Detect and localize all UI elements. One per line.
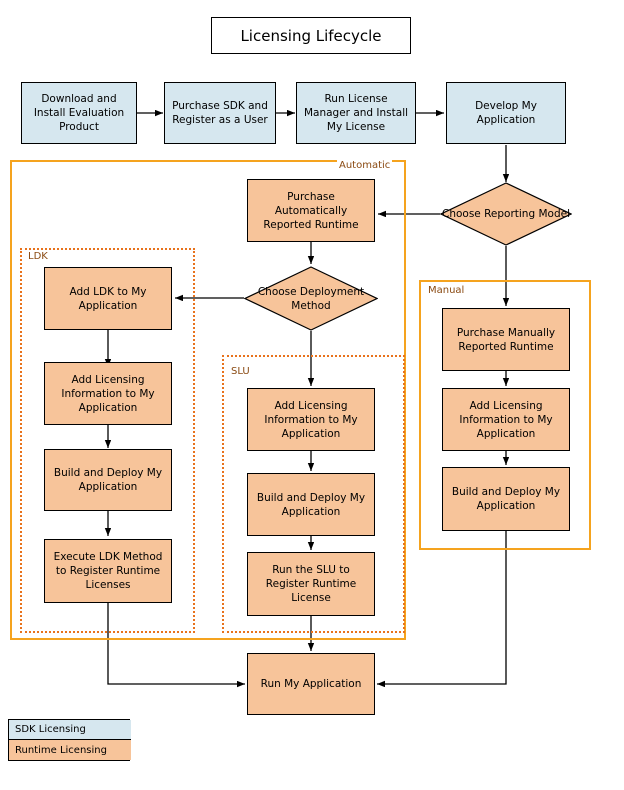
node-ldk-add-licensing-information[interactable]: Add Licensing Information to My Applicat…: [44, 362, 172, 425]
group-slu: [222, 355, 405, 633]
group-label-ldk: LDK: [26, 251, 50, 262]
node-manual-add-licensing-information[interactable]: Add Licensing Information to My Applicat…: [442, 388, 570, 451]
node-slu-add-licensing-information[interactable]: Add Licensing Information to My Applicat…: [247, 388, 375, 451]
node-download-install-evaluation-product[interactable]: Download and Install Evaluation Product: [21, 82, 137, 144]
node-add-ldk-to-my-application[interactable]: Add LDK to My Application: [44, 267, 172, 330]
node-ldk-build-and-deploy[interactable]: Build and Deploy My Application: [44, 449, 172, 511]
node-run-my-application[interactable]: Run My Application: [247, 653, 375, 715]
legend-item-runtime-licensing: Runtime Licensing: [9, 740, 131, 760]
edge-ldk-to-run-app: [107, 603, 245, 688]
node-run-license-manager[interactable]: Run License Manager and Install My Licen…: [296, 82, 416, 144]
node-purchase-sdk-register[interactable]: Purchase SDK and Register as a User: [164, 82, 276, 144]
group-label-slu: SLU: [229, 366, 252, 377]
diagram-title: Licensing Lifecycle: [211, 17, 411, 54]
decision-choose-reporting-model[interactable]: Choose Reporting Model: [440, 182, 572, 246]
group-runtime-automatic: [10, 160, 406, 640]
node-purchase-manually-reported-runtime[interactable]: Purchase Manually Reported Runtime: [442, 308, 570, 371]
group-label-automatic: Automatic: [337, 160, 393, 171]
node-execute-ldk-method[interactable]: Execute LDK Method to Register Runtime L…: [44, 539, 172, 603]
edge-manual-to-run-app: [377, 531, 507, 688]
group-manual: [419, 280, 591, 550]
group-ldk: [20, 248, 195, 633]
legend: SDK Licensing Runtime Licensing: [8, 719, 131, 761]
node-develop-my-application[interactable]: Develop My Application: [446, 82, 566, 144]
decision-choose-deployment-method[interactable]: Choose Deployment Method: [244, 266, 378, 331]
group-label-manual: Manual: [426, 285, 467, 296]
legend-item-sdk-licensing: SDK Licensing: [9, 720, 131, 740]
node-slu-build-and-deploy[interactable]: Build and Deploy My Application: [247, 473, 375, 536]
node-purchase-automatically-reported-runtime[interactable]: Purchase Automatically Reported Runtime: [247, 179, 375, 242]
node-run-the-slu[interactable]: Run the SLU to Register Runtime License: [247, 552, 375, 616]
node-manual-build-and-deploy[interactable]: Build and Deploy My Application: [442, 467, 570, 531]
